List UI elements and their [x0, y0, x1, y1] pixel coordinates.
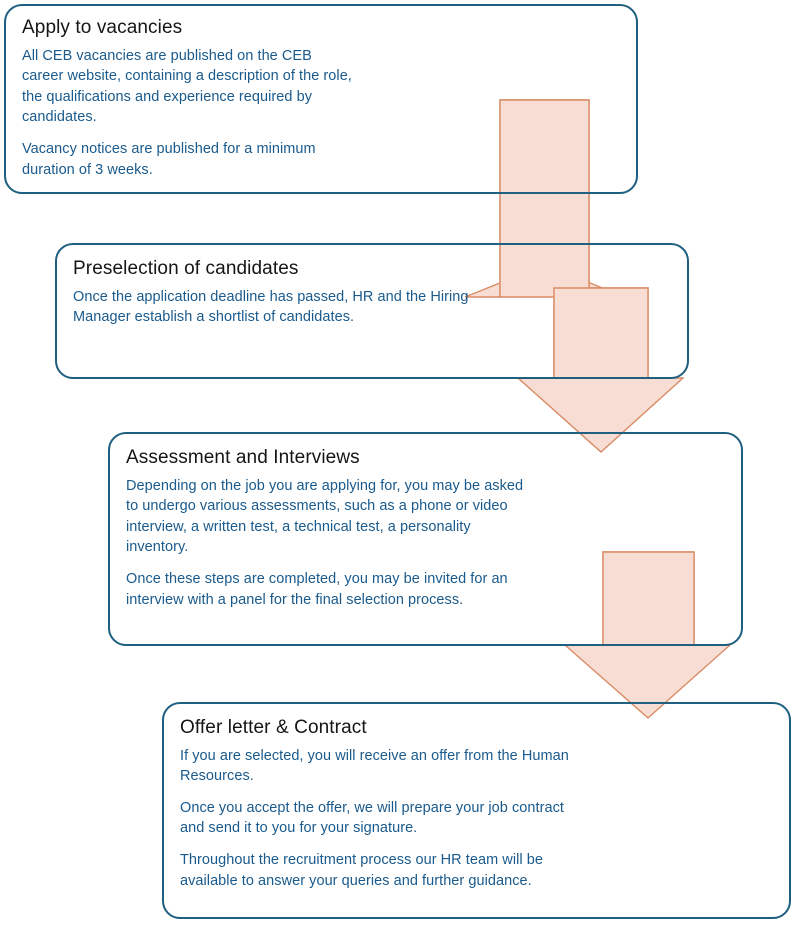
step-title: Offer letter & Contract: [180, 717, 367, 738]
step-text-column: Offer letter & Contract If you are selec…: [180, 716, 590, 891]
step-paragraph: Once the application deadline has passed…: [73, 288, 469, 326]
step-paragraph: Once these steps are completed, you may …: [126, 571, 508, 608]
step-box-apply-to-vacancies[interactable]: Apply to vacancies All CEB vacancies are…: [4, 4, 638, 194]
step-box-assessment-and-interviews[interactable]: Assessment and Interviews Depending on t…: [108, 432, 743, 646]
step-text-column: Assessment and Interviews Depending on t…: [126, 446, 526, 610]
step-text-column: Apply to vacancies All CEB vacancies are…: [22, 16, 352, 180]
step-paragraph: Depending on the job you are applying fo…: [126, 477, 524, 556]
step-box-preselection-of-candidates[interactable]: Preselection of candidates Once the appl…: [55, 243, 689, 379]
step-title: Apply to vacancies: [22, 17, 183, 38]
step-paragraph: If you are selected, you will receive an…: [180, 747, 569, 785]
step-title: Assessment and Interviews: [126, 447, 360, 468]
step-text-column: Preselection of candidates Once the appl…: [73, 257, 473, 328]
step-paragraph: All CEB vacancies are published on the C…: [22, 47, 352, 126]
step-box-offer-letter-and-contract[interactable]: Offer letter & Contract If you are selec…: [162, 702, 791, 919]
step-title: Preselection of candidates: [73, 258, 299, 279]
step-paragraph: Once you accept the offer, we will prepa…: [180, 799, 564, 837]
step-paragraph: Throughout the recruitment process our H…: [180, 852, 543, 889]
step-paragraph: Vacancy notices are published for a mini…: [22, 141, 316, 178]
